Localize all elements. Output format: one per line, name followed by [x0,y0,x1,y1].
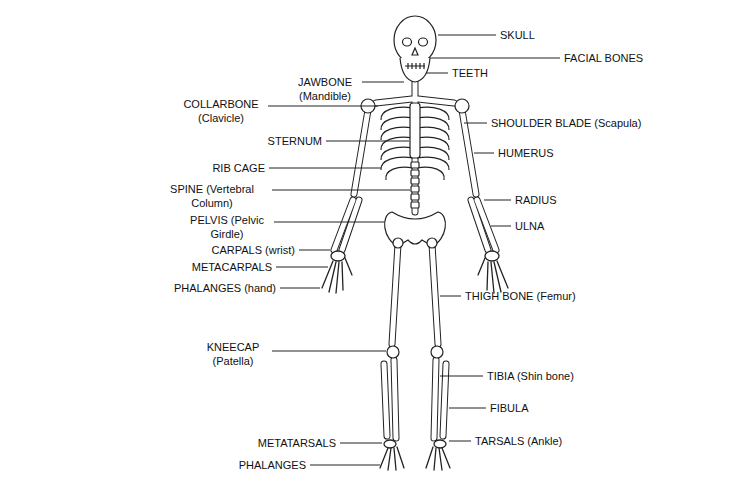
bone-label: TEETH [452,66,488,80]
bone-label: RADIUS [515,193,557,207]
bone-label: METACARPALS [192,260,272,274]
bone-label: SPINE (Vertebral Column) [156,182,268,210]
bone-label: PHALANGES [239,458,306,472]
bone-label: SKULL [500,28,535,42]
bone-outlines [334,82,496,438]
bone-label: JAWBONE (Mandible) [292,75,358,103]
skull [394,16,436,82]
shoulders-pelvis-knees [361,99,469,358]
bone-label: COLLARBONE (Clavicle) [178,97,264,125]
hands [322,251,508,293]
bone-label: PELVIS (Pelvic Girdle) [184,213,270,241]
leader-lines [268,35,560,465]
bone-label: KNEECAP (Patella) [198,340,268,368]
bone-label: ULNA [515,219,544,233]
bone-label: CARPALS (wrist) [211,243,295,257]
sternum-and-spine [410,103,420,208]
bone-label: RIB CAGE [212,161,265,175]
bone-label: HUMERUS [498,146,554,160]
bone-label: TIBIA (Shin bone) [487,369,574,383]
bone-label: THIGH BONE (Femur) [465,289,576,303]
bone-label: PHALANGES (hand) [174,281,276,295]
feet [380,440,450,470]
bone-label: STERNUM [268,134,322,148]
bone-label: FACIAL BONES [564,51,643,65]
bone-label: METATARSALS [258,436,336,450]
bone-label: TARSALS (Ankle) [475,434,562,448]
bone-label: SHOULDER BLADE (Scapula) [491,116,641,130]
bone-label: FIBULA [490,401,529,415]
